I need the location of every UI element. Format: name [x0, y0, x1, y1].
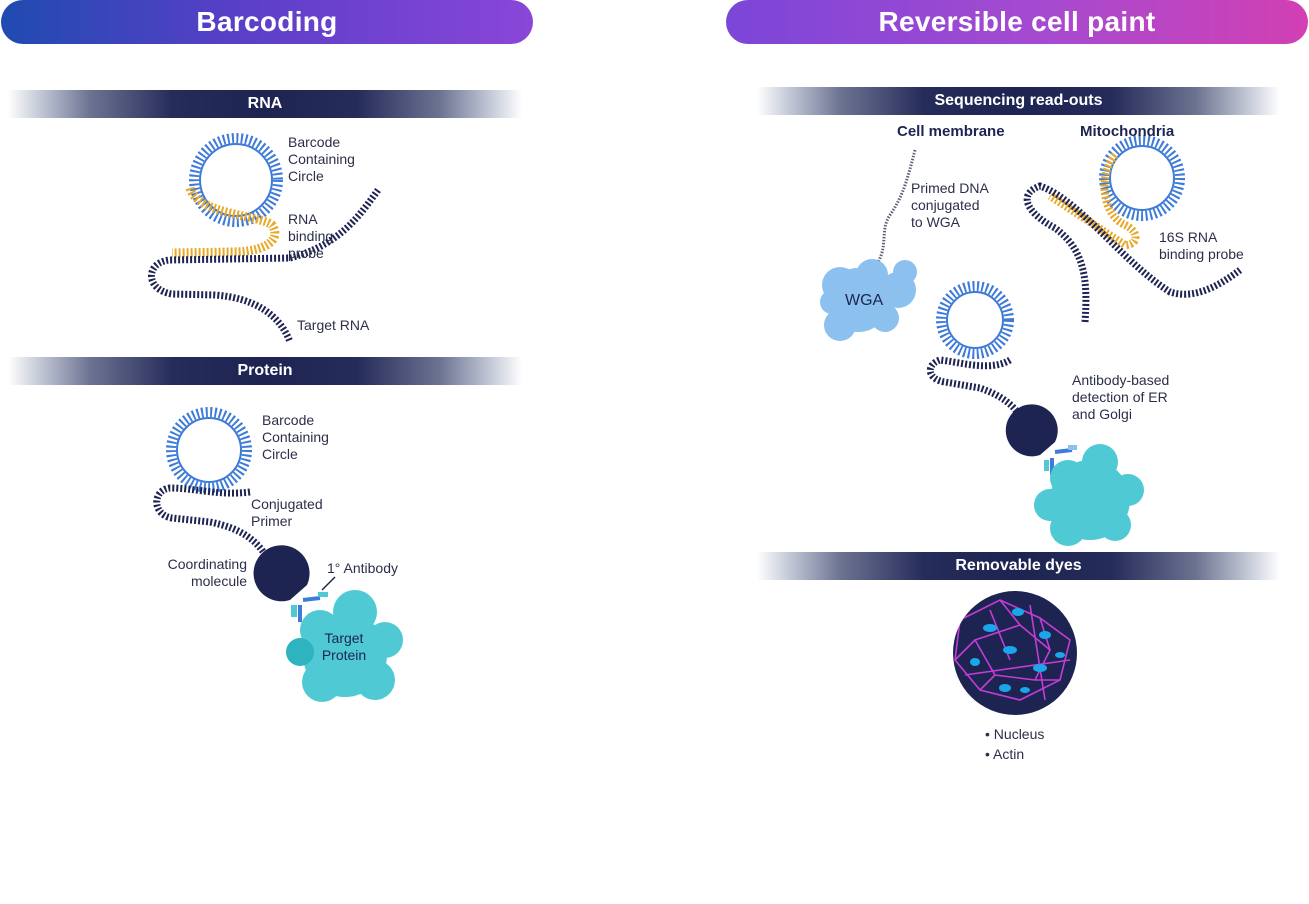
- target-rna-label: Target RNA: [297, 317, 370, 333]
- dyes-list: • Nucleus • Actin: [985, 726, 1044, 763]
- section-bar-protein: Protein: [8, 357, 522, 385]
- mito-binding-probe: [1047, 152, 1140, 250]
- nucleus-item: • Nucleus: [985, 726, 1045, 742]
- er-golgi-barcode-circle: [936, 281, 1014, 359]
- coordinating-molecule: [253, 545, 310, 602]
- protein-barcode-circle: [166, 407, 252, 493]
- protein-antibody: [291, 592, 328, 622]
- target-protein-blob: [286, 590, 403, 702]
- cell-membrane-label: Cell membrane: [897, 123, 1005, 140]
- er-golgi-primer-strand: [927, 356, 1026, 422]
- primed-dna-strand: [876, 149, 917, 263]
- mito-barcode-circle: [1099, 135, 1185, 221]
- wga-blob: [820, 259, 917, 341]
- antibody-arrow: [321, 576, 336, 591]
- er-golgi-coordinating-molecule: [1005, 404, 1058, 457]
- protein-primer-strand: [153, 484, 272, 562]
- wga-label: WGA: [845, 292, 884, 309]
- reversible-cell-paint-header: Reversible cell paint: [726, 0, 1308, 44]
- section-bar-removable-dyes: Removable dyes: [757, 552, 1280, 580]
- mitochondria-label: Mitochondria: [1080, 123, 1175, 140]
- er-golgi-protein-blob: [1034, 444, 1144, 546]
- rna-binding-probe: [171, 186, 280, 258]
- rna-barcode-circle: [189, 133, 283, 227]
- section-bar-rna: RNA: [8, 90, 522, 118]
- stained-cells-image: [953, 591, 1077, 715]
- mito-target-strand: [1023, 182, 1243, 323]
- actin-item: • Actin: [985, 746, 1025, 762]
- rna-target-strand: [148, 187, 381, 344]
- barcoding-header: Barcoding: [1, 0, 533, 44]
- primary-antibody-label: 1° Antibody: [327, 560, 398, 576]
- section-bar-sequencing: Sequencing read-outs: [757, 87, 1280, 115]
